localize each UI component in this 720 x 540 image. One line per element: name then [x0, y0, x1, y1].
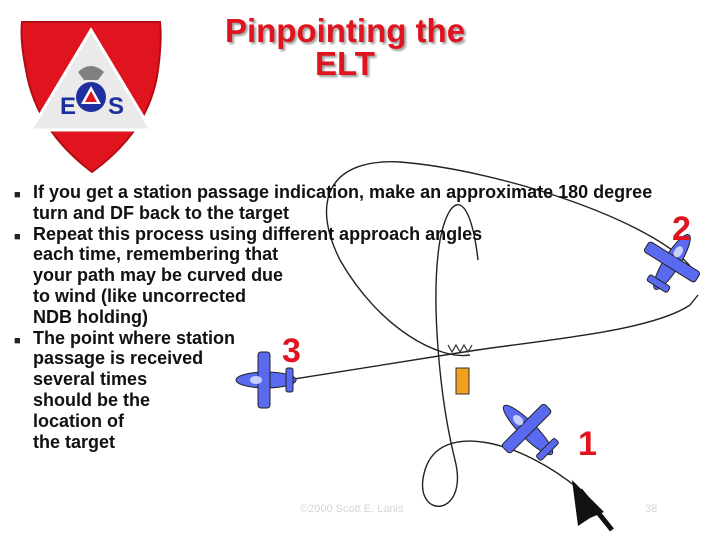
bullet-line: passage is received [33, 348, 204, 369]
label-pass-1: 1 [578, 425, 597, 463]
bullet-marker-icon: ■ [14, 189, 21, 201]
page-number: 38 [645, 503, 658, 515]
bullet-line: location of [33, 410, 124, 431]
title-line-2: ELT [315, 45, 375, 82]
bullet-line: to wind (like uncorrected [33, 285, 247, 306]
elt-target [447, 343, 473, 395]
bullet-text: The point where station passage is recei… [33, 328, 273, 453]
airplane-2-icon [644, 234, 700, 293]
logo: E S [20, 21, 162, 174]
title-line-1: Pinpointing the [224, 12, 466, 49]
bullet-line: the target [33, 431, 116, 452]
bullet-line: your path may be curved due [33, 265, 284, 286]
path-loop-1 [422, 204, 581, 507]
bullet-line: should be the [33, 389, 150, 410]
bullet-list: ■ If you get a station passage indicatio… [14, 182, 674, 452]
path-loop-2 [325, 161, 691, 357]
footer-copyright: ©2000 Scott E. Lanis [300, 503, 404, 515]
bullet-line: NDB holding) [33, 306, 148, 327]
bullet-line: The point where station [33, 327, 236, 348]
bullet-text: If you get a station passage indication,… [33, 182, 653, 223]
label-pass-2: 2 [672, 210, 691, 248]
bullet-line: Repeat this process using different appr… [33, 223, 483, 244]
label-pass-3: 3 [282, 332, 301, 370]
bullet-line: several times [33, 369, 148, 390]
slide-title: Pinpointing the ELT [180, 14, 510, 80]
bullet-item: ■ Repeat this process using different ap… [14, 224, 674, 328]
bullet-line: each time, remembering that [33, 244, 279, 265]
bullet-marker-icon: ■ [14, 334, 21, 347]
airplane-1-icon [501, 403, 559, 461]
wind-arrow-icon [572, 480, 614, 532]
flight-paths [249, 161, 699, 507]
logo-letter-s: S [108, 93, 124, 120]
logo-letter-e: E [60, 93, 76, 120]
bullet-item: ■ If you get a station passage indicatio… [14, 182, 674, 224]
bullet-item: ■ The point where station passage is rec… [14, 328, 674, 453]
bullet-marker-icon: ■ [14, 230, 21, 243]
bullet-text: Repeat this process using different appr… [33, 224, 533, 328]
airplane-3-icon [235, 351, 297, 409]
path-loop-3 [249, 294, 699, 387]
